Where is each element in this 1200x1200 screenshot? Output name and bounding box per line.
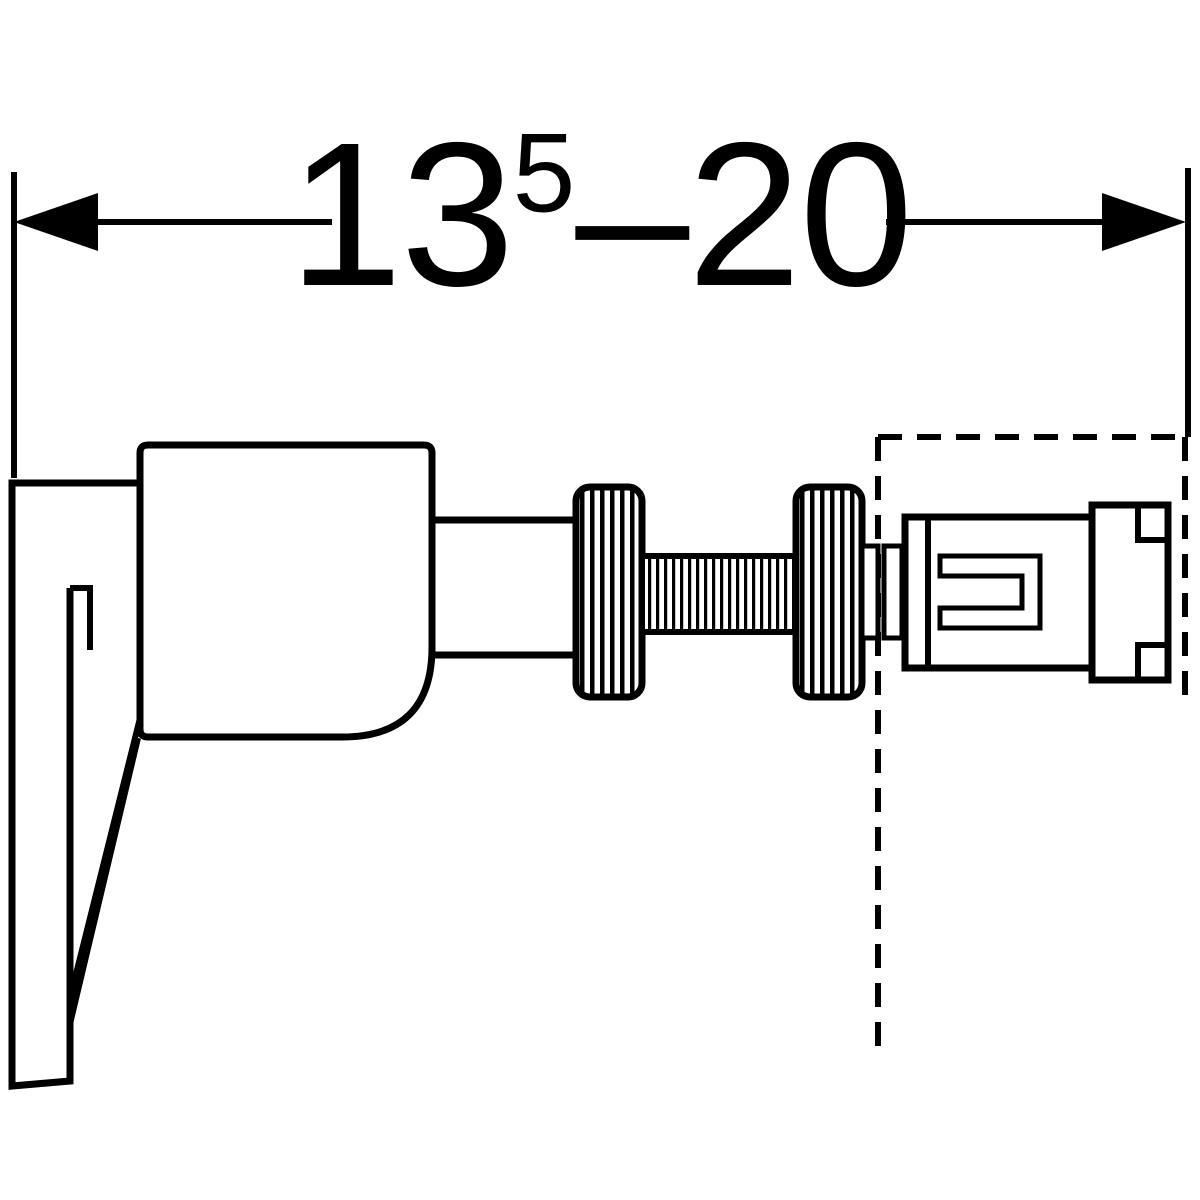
- snap-connector-left: [859, 543, 881, 641]
- union-nut-bore-detail: [1135, 505, 1168, 680]
- dimension-max: 20: [687, 100, 913, 329]
- dimension-min: 13: [288, 100, 515, 329]
- wall-outline-dashed: [875, 434, 1188, 1048]
- knurled-nut-rear: [792, 483, 866, 701]
- dimension-dash: –: [575, 100, 689, 329]
- knurled-nut-front: [572, 483, 646, 701]
- diagonal-brace: [67, 717, 143, 1025]
- socket-fork-insert: [937, 553, 1043, 631]
- snap-connector-right: [881, 543, 905, 641]
- housing-neck: [428, 516, 582, 659]
- anchor-housing: [136, 441, 436, 741]
- wall-socket-body: [901, 513, 1096, 672]
- dimension-label: 135–20: [289, 109, 914, 317]
- union-nut: [1088, 501, 1172, 684]
- threaded-rod: [639, 553, 801, 635]
- arrowhead-left-icon: [14, 193, 98, 251]
- mounting-plate: [8, 479, 140, 1090]
- arrowhead-right-icon: [1102, 193, 1186, 251]
- plate-hook-detail: [70, 585, 93, 650]
- dimension-min-superscript: 5: [512, 109, 576, 236]
